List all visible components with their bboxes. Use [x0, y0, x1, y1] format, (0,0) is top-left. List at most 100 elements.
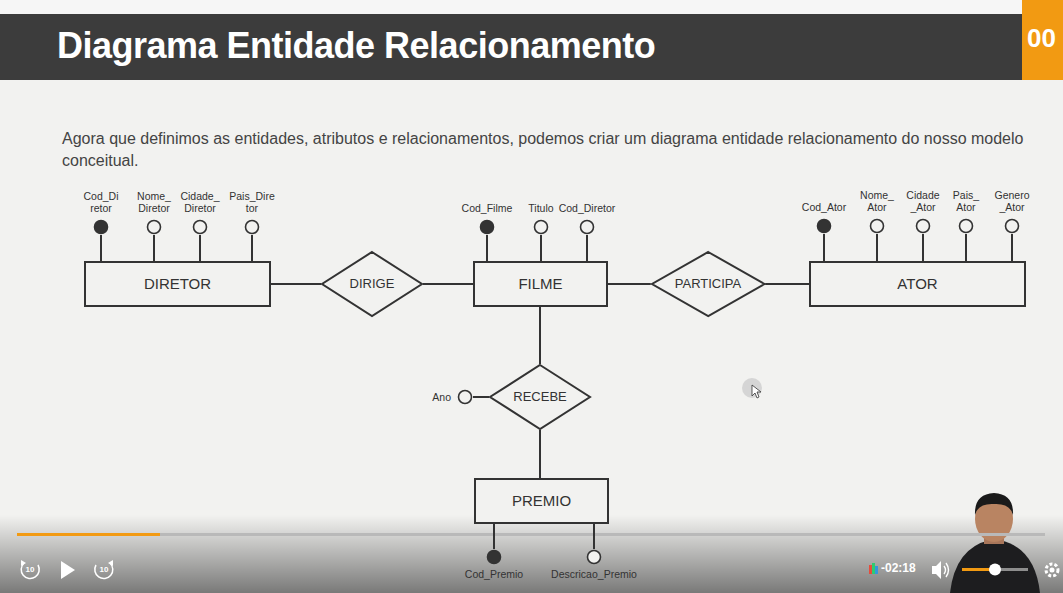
diamond-outline [651, 251, 765, 317]
key-attribute-dot [817, 220, 830, 233]
connector-line [922, 234, 924, 261]
slide-caption: Agora que definimos as entidades, atribu… [62, 128, 1052, 172]
diamond-outline [489, 364, 591, 430]
attribute-label: Ano [432, 391, 451, 404]
speed-icon [869, 563, 878, 574]
connector-line [608, 283, 651, 285]
rewind-arrow [21, 560, 26, 566]
attribute-dot [586, 549, 602, 565]
connector-line [586, 235, 588, 261]
rewind-icon [21, 563, 39, 579]
diamond-outline [321, 251, 423, 317]
volume-waves [944, 563, 949, 577]
connector-line [153, 235, 155, 261]
skip-seconds: 10 [100, 565, 109, 574]
attribute-label: Pais_ Ator [953, 189, 979, 214]
attribute-label: Cod_Ator [802, 201, 846, 214]
attribute-label: Cidade _Ator [906, 189, 939, 214]
skip-seconds: 10 [26, 565, 35, 574]
attribute-label: Nome_ Ator [860, 189, 894, 214]
speed-bar [875, 566, 878, 574]
attribute-dot [1006, 220, 1019, 233]
entity-name: FILME [518, 275, 562, 293]
play-icon [61, 561, 75, 579]
cursor-halo [742, 378, 762, 398]
attribute-dot [246, 221, 259, 234]
attribute-label: Cidade_ Diretor [180, 190, 219, 215]
title-bar [0, 14, 1022, 80]
attribute-node: Cod_Ator [802, 201, 846, 234]
forward-icon [95, 563, 113, 579]
key-attribute-dot [95, 221, 108, 234]
connector-line [493, 524, 495, 549]
speed-bar [872, 563, 875, 574]
attribute-dot [588, 551, 601, 564]
attribute-label: Cod_Diretor [559, 202, 616, 215]
attribute-node: Cidade_ Diretor [180, 190, 219, 235]
entity-box: ATOR [809, 261, 1026, 307]
relationship-diamond: RECEBE [489, 364, 591, 430]
attribute-dot [534, 221, 547, 234]
attribute-dot [958, 218, 974, 234]
entity-box: PREMIO [474, 478, 609, 524]
connector-line [423, 283, 473, 285]
progress-fill [17, 533, 160, 536]
attribute-dot [459, 391, 472, 404]
connector-line [540, 235, 542, 261]
key-attribute-dot [481, 221, 494, 234]
attribute-dot [192, 219, 208, 235]
attribute-dot [579, 219, 595, 235]
relationship-diamond: PARTICIPA [651, 251, 765, 317]
connector-line [876, 234, 878, 261]
attribute-label: Genero _Ator [994, 189, 1029, 214]
attribute-dot [917, 220, 930, 233]
attribute-dot [146, 219, 162, 235]
connector-line [199, 235, 201, 261]
attribute-node: Ano [432, 389, 473, 405]
attribute-dot [244, 219, 260, 235]
key-attribute-dot [488, 551, 501, 564]
attribute-label: Cod_Di retor [83, 190, 118, 215]
attribute-label: Cod_Premio [465, 568, 523, 581]
attribute-node: Cod_Diretor [559, 202, 616, 235]
connector-line [539, 430, 541, 478]
attribute-node: Nome_ Diretor [137, 190, 171, 235]
relationship-name: RECEBE [513, 389, 566, 405]
relationship-name: DIRIGE [350, 276, 395, 292]
attribute-node: Pais_ Ator [953, 189, 979, 234]
relationship-name: PARTICIPA [675, 276, 741, 292]
attribute-dot [194, 221, 207, 234]
attribute-dot [580, 221, 593, 234]
attribute-label: Titulo [528, 202, 553, 215]
entity-name: DIRETOR [144, 275, 211, 293]
mouse-cursor [752, 385, 761, 398]
attribute-node: Cod_Premio [465, 549, 523, 581]
entity-name: PREMIO [512, 492, 571, 510]
progress-track [17, 533, 1045, 536]
attribute-dot [147, 221, 160, 234]
key-attribute-dot [486, 549, 502, 565]
attribute-node: Cod_Filme [462, 202, 513, 235]
attribute-dot [1004, 218, 1020, 234]
entity-box: DIRETOR [84, 261, 271, 307]
controls-shade [0, 515, 1063, 593]
key-attribute-dot [816, 218, 832, 234]
attribute-node: Cod_Di retor [83, 190, 118, 235]
connector-line [823, 234, 825, 261]
attribute-node: Nome_ Ator [860, 189, 894, 234]
key-attribute-dot [479, 219, 495, 235]
attribute-node: Pais_Dire tor [229, 190, 275, 235]
attribute-dot [959, 220, 972, 233]
diamond-outline [322, 252, 422, 316]
presenter-webcam [950, 493, 1040, 593]
presenter-body [950, 540, 1040, 593]
speed-bar [869, 565, 872, 574]
entity-box: FILME [473, 261, 608, 307]
attribute-node: Genero _Ator [994, 189, 1029, 234]
attribute-dot [533, 219, 549, 235]
attribute-node: Titulo [528, 202, 553, 235]
attribute-dot [915, 218, 931, 234]
